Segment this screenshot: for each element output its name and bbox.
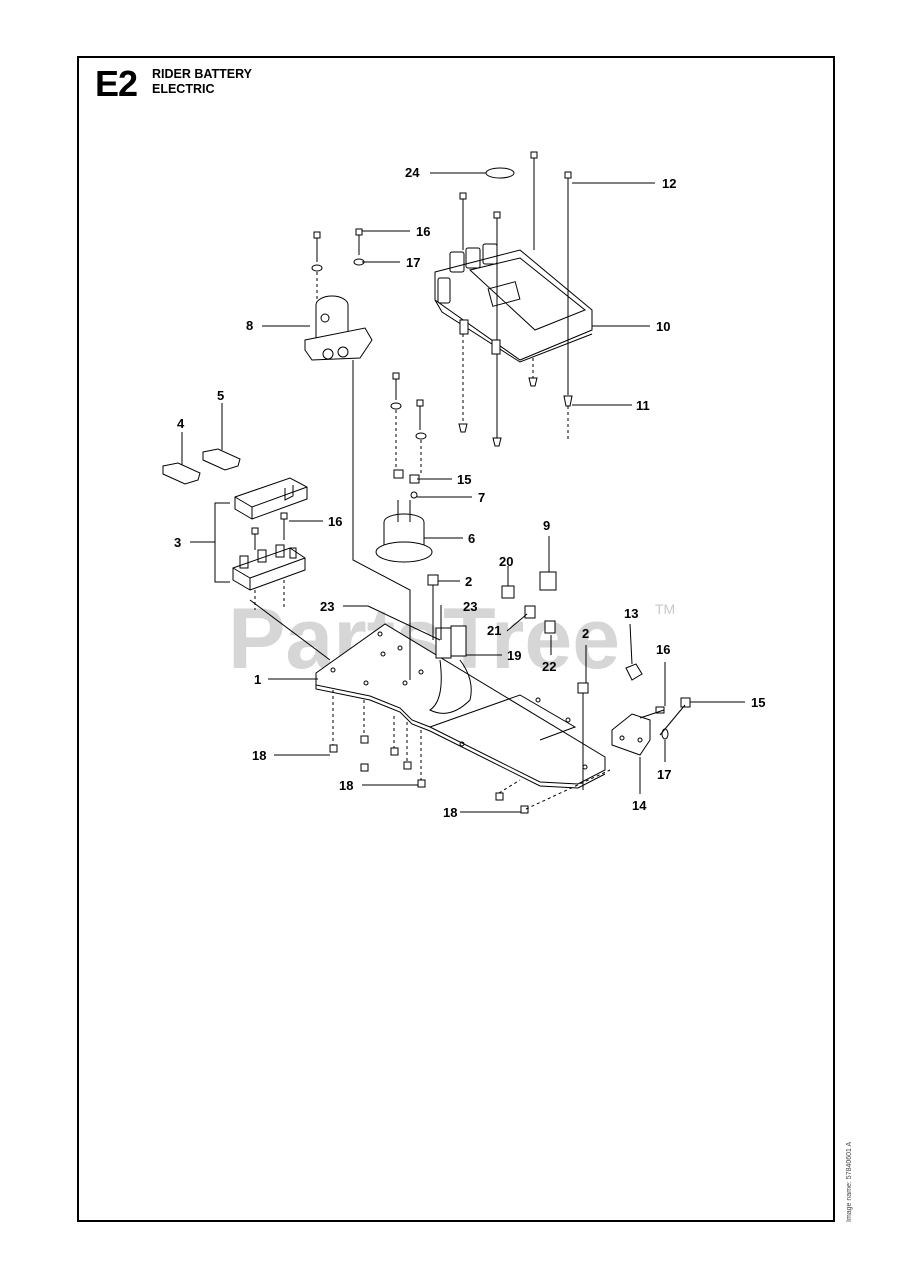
switch-13-part [625, 663, 643, 681]
callout-17-right: 17 [657, 767, 671, 782]
callout-1: 1 [254, 672, 261, 687]
callout-18-left: 18 [252, 748, 266, 763]
callout-10: 10 [656, 319, 670, 334]
callout-15-mid: 15 [457, 472, 471, 487]
callout-9: 9 [543, 518, 550, 533]
callout-2-mid: 2 [465, 574, 472, 589]
callout-22: 22 [542, 659, 556, 674]
relay-block-19-part [429, 625, 502, 714]
callout-17-top: 17 [406, 255, 420, 270]
relay-6-part [375, 500, 463, 563]
alignment-lines [254, 272, 611, 810]
callout-20: 20 [499, 554, 513, 569]
solenoid-8-part [262, 295, 373, 361]
callout-2-right: 2 [582, 626, 589, 641]
callout-5: 5 [217, 388, 224, 403]
callout-15-right: 15 [751, 695, 765, 710]
leader-lines [268, 172, 745, 813]
controller-10-part [434, 243, 650, 363]
fuse-strip-5 [202, 448, 241, 471]
callout-13: 13 [624, 606, 638, 621]
callout-16-right: 16 [656, 642, 670, 657]
watermark-tm: TM [655, 601, 675, 617]
fuse-22-part [544, 620, 556, 634]
callout-6: 6 [468, 531, 475, 546]
callout-labels: 24 12 16 17 8 10 5 11 4 15 7 16 9 6 3 20… [174, 165, 765, 820]
callout-21: 21 [487, 623, 501, 638]
section-title-line1: RIDER BATTERY [152, 67, 252, 81]
callout-8: 8 [246, 318, 253, 333]
diagram-frame [77, 56, 835, 1222]
callout-23-right: 23 [463, 599, 477, 614]
fuse-21-part [524, 605, 536, 619]
fuse-20-part [501, 585, 515, 599]
callout-24: 24 [405, 165, 420, 180]
callout-19: 19 [507, 648, 521, 663]
fuse-cover-part [234, 477, 308, 520]
fuse-strip-4 [162, 462, 201, 485]
fuse-holder-part [232, 544, 306, 591]
callout-4: 4 [177, 416, 185, 431]
base-plate-part [315, 623, 606, 789]
callout-18-mid: 18 [339, 778, 353, 793]
callout-3: 3 [174, 535, 181, 550]
callout-23-left: 23 [320, 599, 334, 614]
callout-14: 14 [632, 798, 647, 813]
callout-11: 11 [636, 398, 650, 413]
callout-18-bottom: 18 [443, 805, 457, 820]
section-code: E2 [95, 63, 138, 104]
connector-9-part [539, 571, 557, 591]
bracket-14-part [611, 713, 651, 794]
section-title-line2: ELECTRIC [152, 82, 215, 96]
wire-path [352, 360, 411, 680]
callout-12: 12 [662, 176, 676, 191]
callout-7: 7 [478, 490, 485, 505]
callout-16-top: 16 [416, 224, 430, 239]
callout-16-mid: 16 [328, 514, 342, 529]
